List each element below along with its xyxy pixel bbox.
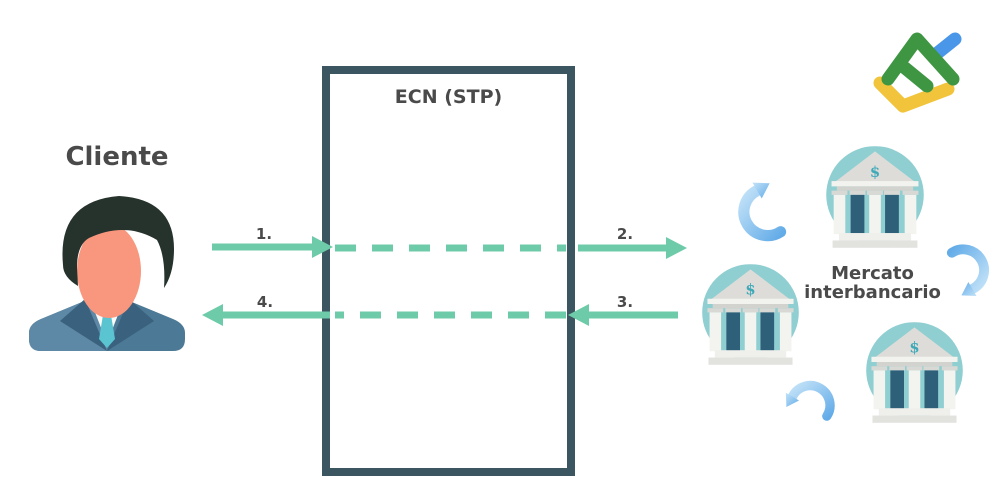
bank-icon-top	[822, 146, 928, 248]
step-label-3: 3.	[616, 293, 634, 311]
step-label-2: 2.	[616, 225, 634, 243]
step-label-1: 1.	[255, 225, 273, 243]
cycle-arrow-icon-top-left	[736, 176, 802, 246]
arrow-3-head	[568, 304, 589, 326]
arrow-4-head	[202, 304, 223, 326]
bank-icon-left	[698, 264, 803, 365]
avatar-tie	[99, 315, 115, 348]
market-label-line1: Mercato	[831, 263, 914, 284]
client-label: Cliente	[65, 142, 169, 172]
avatar-face	[77, 224, 141, 318]
avatar-lapel-right	[107, 299, 154, 351]
ecn-box: ECN (STP)	[322, 66, 575, 476]
logo-yellow-check	[873, 76, 955, 113]
client-avatar-icon	[29, 196, 185, 351]
arrow-2-head	[666, 237, 687, 259]
arrow-1-head	[312, 236, 333, 258]
logo-green-chevron	[881, 32, 960, 86]
avatar-lapel-left	[60, 299, 107, 351]
litefinance-logo-icon	[873, 32, 962, 113]
bank-icon-bottom-right	[862, 322, 967, 423]
market-label: Mercato interbancario	[790, 264, 955, 302]
logo-green-inner-stroke	[898, 61, 934, 93]
step-label-4: 4.	[256, 293, 274, 311]
avatar-hair	[62, 196, 174, 288]
market-label-line2: interbancario	[804, 282, 941, 303]
logo-blue-stroke	[928, 32, 962, 62]
ecn-box-label: ECN (STP)	[394, 86, 503, 108]
cycle-arrow-icon-bottom	[772, 379, 847, 434]
